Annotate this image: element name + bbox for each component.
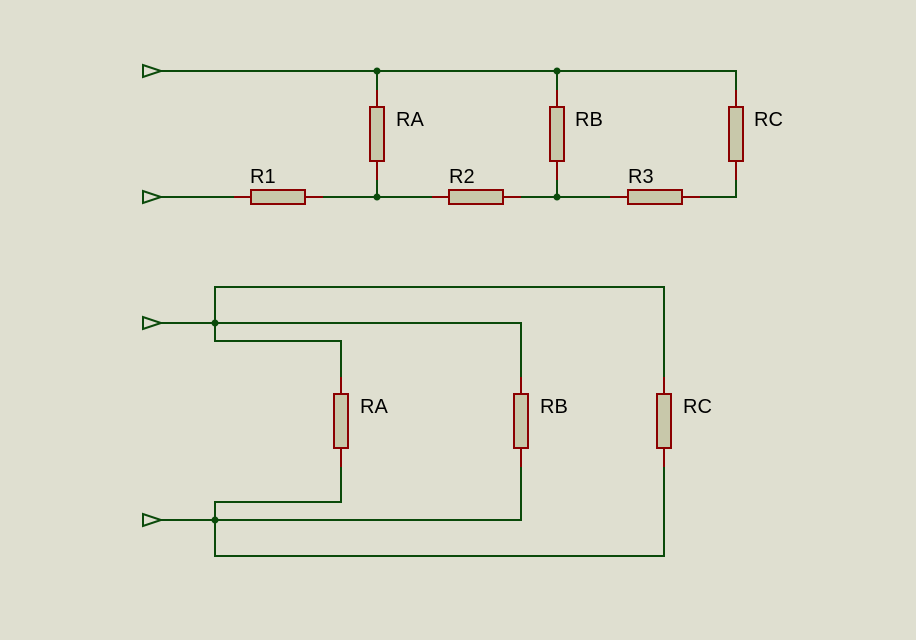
r3-label: R3 <box>628 166 654 188</box>
resistor-rb-top[interactable]: RB <box>549 90 603 180</box>
resistor-ra-bottom[interactable]: RA <box>333 377 388 467</box>
resistor-r1[interactable]: R1 <box>234 166 323 205</box>
junction-dot <box>211 319 219 327</box>
bottom-circuit: RA RB RC <box>142 286 712 557</box>
junction-dot <box>211 516 219 524</box>
resistor-r3[interactable]: R3 <box>610 166 700 205</box>
input-terminal-bottom-2[interactable] <box>142 512 165 528</box>
wire-rb-upper[interactable] <box>161 322 522 377</box>
resistor-rb-bottom[interactable]: RB <box>513 377 568 467</box>
wire-rc-lower[interactable] <box>214 467 665 557</box>
resistor-r2[interactable]: R2 <box>432 166 521 205</box>
wire-rb-lower[interactable] <box>161 467 522 521</box>
wire-bottom-4[interactable] <box>700 180 737 198</box>
junction-dot <box>553 67 561 75</box>
rb-label-top: RB <box>575 109 603 131</box>
wire-rc-upper[interactable] <box>214 286 665 377</box>
rc-label-bottom: RC <box>683 396 712 418</box>
junction-dot <box>373 67 381 75</box>
wire-ra-lower[interactable] <box>214 467 342 520</box>
r2-label: R2 <box>449 166 475 188</box>
resistor-ra-top[interactable]: RA <box>369 90 424 180</box>
input-terminal-top-1[interactable] <box>142 63 165 79</box>
ra-label-bottom: RA <box>360 396 388 418</box>
top-circuit: R1 R2 R3 RA RB RC <box>142 63 783 205</box>
rc-label-top: RC <box>754 109 783 131</box>
ra-label-top: RA <box>396 109 424 131</box>
rb-label-bottom: RB <box>540 396 568 418</box>
wire-top-rail[interactable] <box>161 70 737 90</box>
r1-label: R1 <box>250 166 276 188</box>
junction-dot <box>553 193 561 201</box>
wire-ra-upper[interactable] <box>214 323 342 377</box>
junction-dot <box>373 193 381 201</box>
resistor-rc-top[interactable]: RC <box>728 90 783 180</box>
input-terminal-bottom-1[interactable] <box>142 315 165 331</box>
resistor-rc-bottom[interactable]: RC <box>656 377 712 467</box>
input-terminal-top-2[interactable] <box>142 189 165 205</box>
